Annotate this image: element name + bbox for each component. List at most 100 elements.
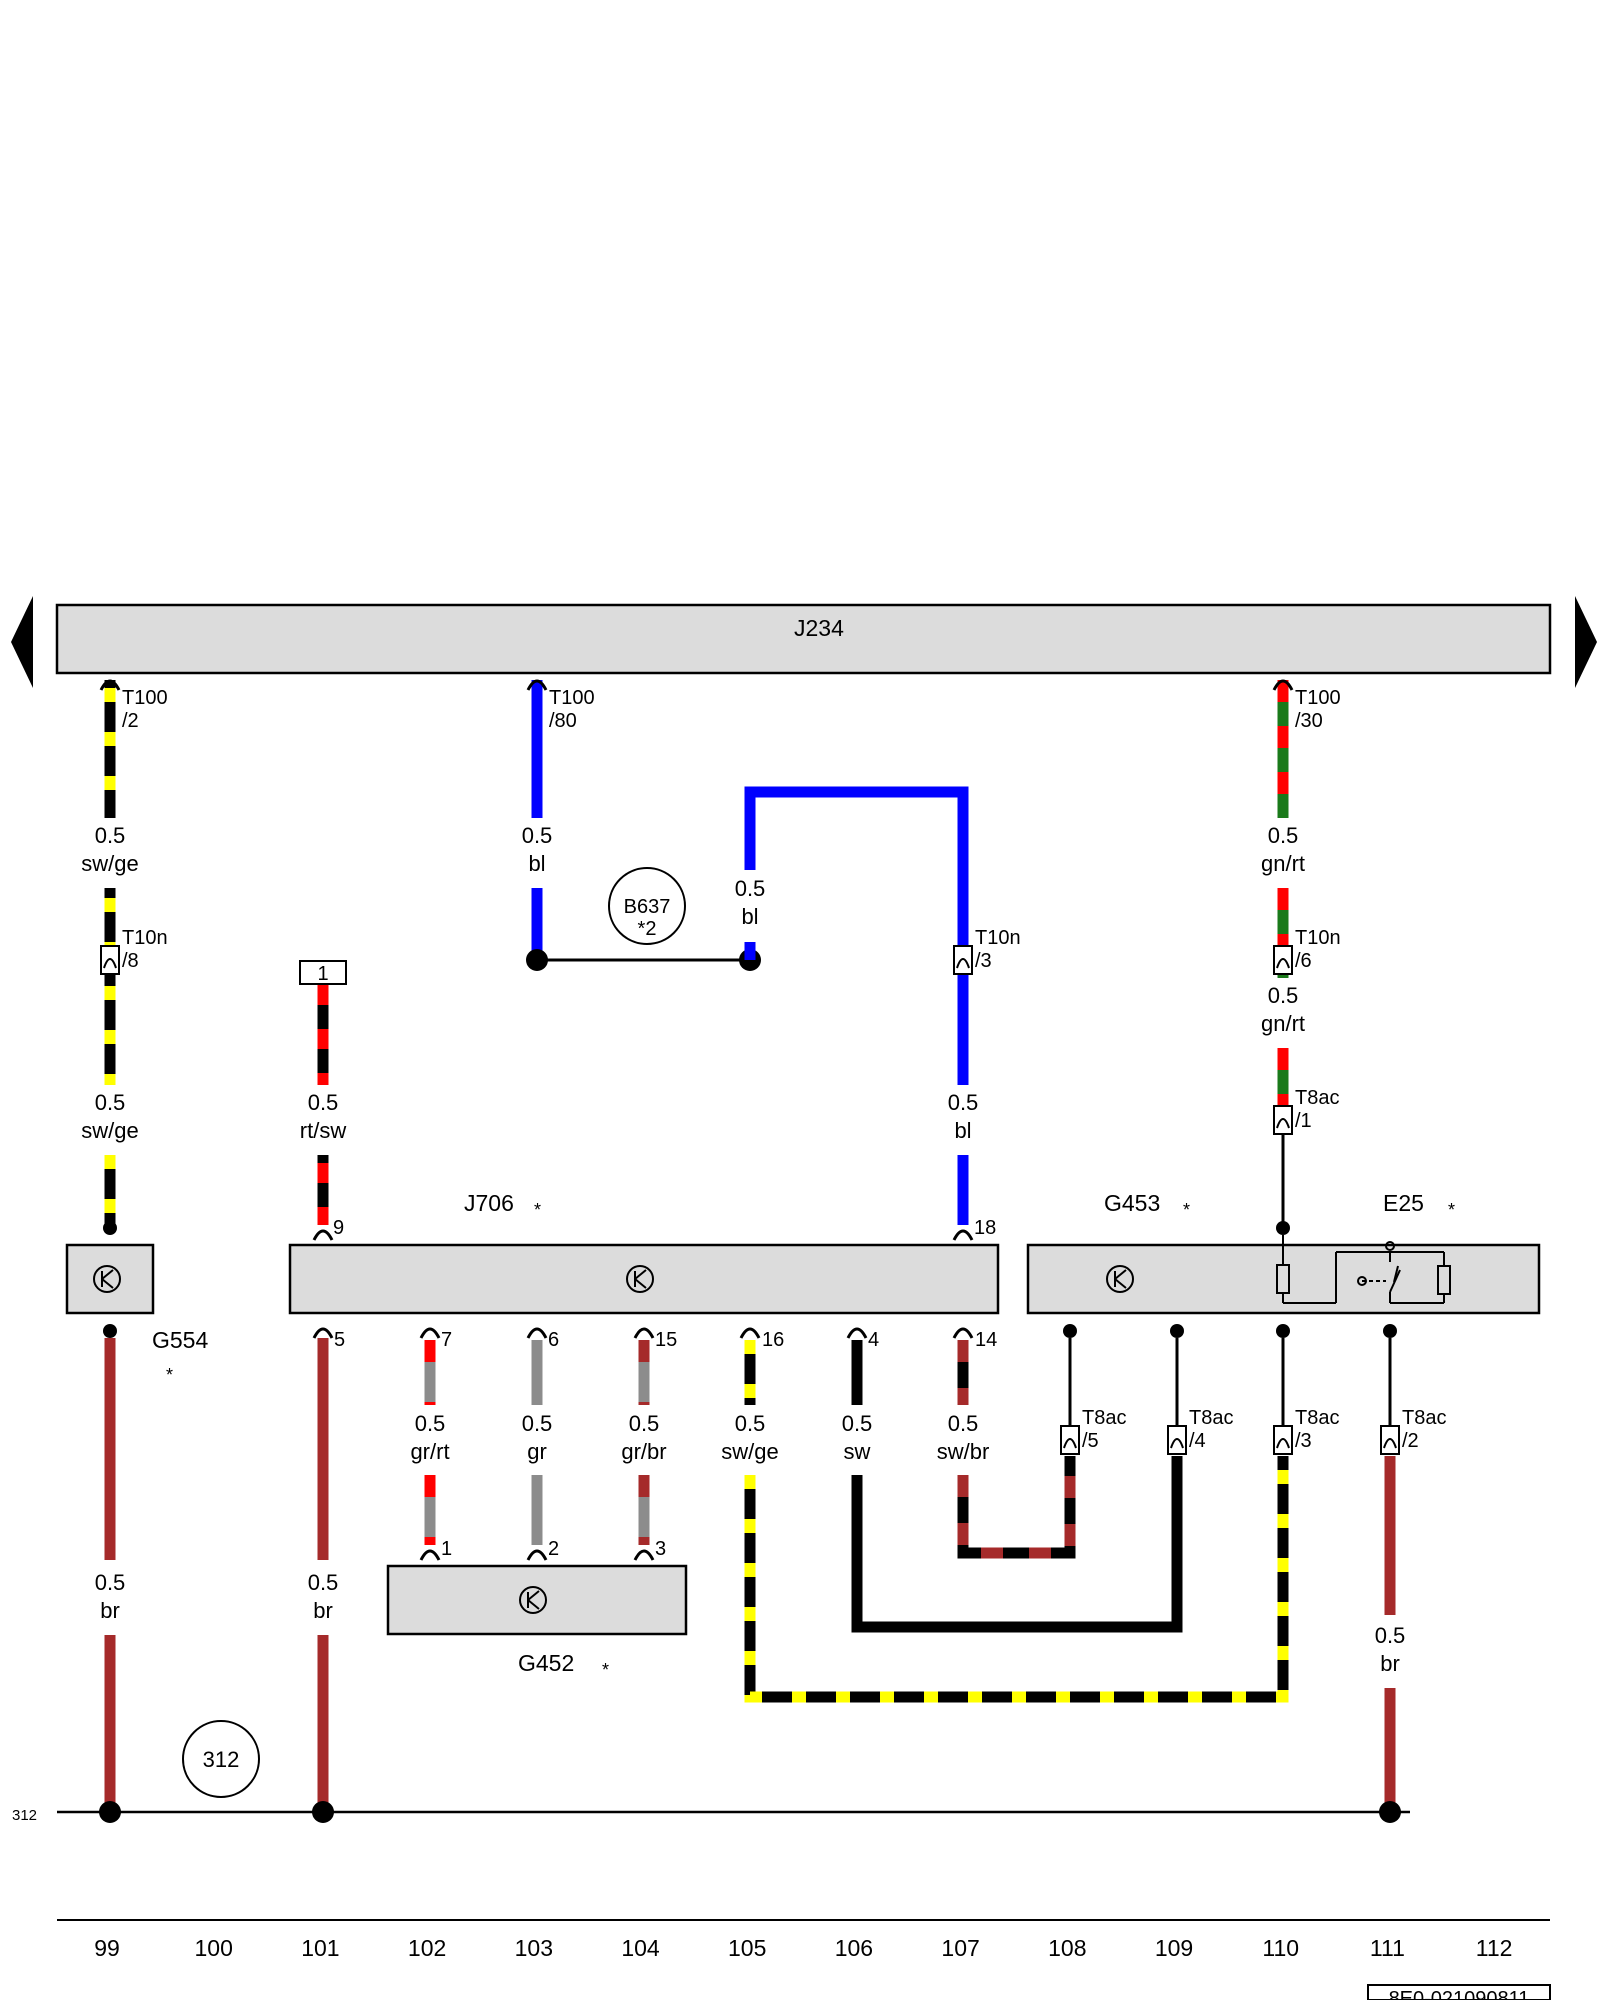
t8ac-pin-2: /2 (1402, 1430, 1419, 1452)
ground-circle-label: 312 (203, 1747, 240, 1772)
g453-label: G453 (1104, 1190, 1160, 1216)
column-number-107: 107 (941, 1935, 979, 1961)
j706-component (288, 1243, 1000, 1315)
pin-number: 9 (333, 1217, 344, 1239)
wire-size-label: 0.5 (948, 1090, 979, 1115)
pin-number: 5 (334, 1329, 345, 1351)
g452-component (386, 1564, 688, 1636)
doc-id: 8E0-021090811 (1389, 1988, 1530, 2000)
triangle-right-icon[interactable] (1575, 596, 1597, 688)
pin-number: 16 (762, 1329, 784, 1351)
wire-size-label: 0.5 (735, 876, 766, 901)
wire-size-label: 0.5 (629, 1411, 660, 1436)
node-b637 (608, 867, 686, 945)
column-number-106: 106 (835, 1935, 873, 1961)
reference-box-label: 1 (317, 963, 328, 985)
wire-color-label: br (313, 1598, 333, 1623)
column-number-102: 102 (408, 1935, 446, 1961)
wire-color-label: bl (741, 904, 758, 929)
b637-note: *2 (638, 918, 657, 940)
t100-label-b: T100 (549, 687, 595, 709)
asterisk: * (534, 1200, 541, 1220)
wire-sw-ge-105 (744, 1340, 1289, 1703)
pin-number: 14 (975, 1329, 997, 1351)
wire-color-label: bl (528, 851, 545, 876)
t8ac-label-a: T8ac (1295, 1087, 1339, 1109)
column-number-100: 100 (195, 1935, 233, 1961)
wire-sw-106 (851, 1456, 1183, 1633)
t8ac-pin-3: /3 (1295, 1430, 1312, 1452)
column-number-105: 105 (728, 1935, 766, 1961)
t8ac-pin-1: /1 (1295, 1110, 1312, 1132)
wire-size-label: 0.5 (308, 1090, 339, 1115)
wire-color-label: br (1380, 1651, 1400, 1676)
wire-color-label: bl (954, 1118, 971, 1143)
column-number-111: 111 (1370, 1935, 1405, 1961)
pin-t100-2 (99, 679, 121, 691)
transistor-icon (93, 1265, 121, 1293)
wire-size-label: 0.5 (308, 1570, 339, 1595)
wire-color-label: sw/ge (81, 851, 138, 876)
wire-size-label: 0.5 (1375, 1623, 1406, 1648)
g554-component (65, 1243, 155, 1315)
doc-id-box (1367, 1984, 1551, 2000)
asterisk: * (166, 1365, 173, 1385)
wire-sw-br-107 (957, 1340, 1076, 1559)
ground-ref-label: 312 (12, 1807, 37, 1824)
wire-color-label: br (100, 1598, 120, 1623)
transistor-icon (626, 1265, 654, 1293)
wire-size-label: 0.5 (842, 1411, 873, 1436)
pin-number: 1 (441, 1538, 452, 1560)
t10n-pin-3: /3 (975, 950, 992, 972)
column-number-101: 101 (301, 1935, 339, 1961)
wire-color-label: sw/ge (81, 1118, 138, 1143)
wire-size-label: 0.5 (415, 1411, 446, 1436)
pin-number: 7 (441, 1329, 452, 1351)
transistor-icon (1106, 1265, 1134, 1293)
wire-color-label: sw/br (937, 1439, 990, 1464)
t10n-label-b: T10n (975, 927, 1021, 949)
wire-bl-loop (744, 786, 969, 1085)
pin-number: 4 (868, 1329, 879, 1351)
wire-size-label: 0.5 (95, 823, 126, 848)
t8ac-label-b: T8ac (1082, 1407, 1126, 1429)
wire-color-label: sw (844, 1439, 871, 1464)
triangle-left-icon[interactable] (11, 596, 33, 688)
wire-size-label: 0.5 (95, 1090, 126, 1115)
ground-circle-312 (182, 1720, 260, 1798)
pin-number: 6 (548, 1329, 559, 1351)
wire-color-label: gr/rt (410, 1439, 449, 1464)
column-number-108: 108 (1048, 1935, 1086, 1961)
column-number-112: 112 (1476, 1935, 1513, 1961)
wire-color-label: gr/br (621, 1439, 666, 1464)
t10n-pin-8: /8 (122, 950, 139, 972)
asterisk: * (1448, 1200, 1455, 1220)
column-number-104: 104 (621, 1935, 660, 1961)
t8ac-label-e: T8ac (1402, 1407, 1446, 1429)
j706-label: J706 (464, 1190, 514, 1216)
e25-label: E25 (1383, 1190, 1424, 1216)
t100-pin-2: /2 (122, 710, 139, 732)
t100-label-c: T100 (1295, 687, 1341, 709)
reference-box (299, 960, 347, 985)
wire-size-label: 0.5 (522, 1411, 553, 1436)
b637-label: B637 (624, 896, 671, 918)
wire-size-label: 0.5 (1268, 823, 1299, 848)
j234-component (55, 603, 1552, 675)
pin-number: 2 (548, 1538, 559, 1560)
wire-color-label: sw/ge (721, 1439, 778, 1464)
t100-label-a: T100 (122, 687, 168, 709)
t8ac-pin-5: /5 (1082, 1430, 1099, 1452)
column-number-99: 99 (94, 1935, 120, 1961)
pin-number: 15 (655, 1329, 677, 1351)
t10n-label-c: T10n (1295, 927, 1341, 949)
j234-label: J234 (794, 615, 844, 641)
column-number-110: 110 (1262, 1935, 1299, 1961)
asterisk: * (602, 1660, 609, 1680)
wire-size-label: 0.5 (1268, 983, 1299, 1008)
t10n-pin-6: /6 (1295, 950, 1312, 972)
wire-color-label: gr (527, 1439, 547, 1464)
asterisk: * (1183, 1200, 1190, 1220)
t10n-label-a: T10n (122, 927, 168, 949)
